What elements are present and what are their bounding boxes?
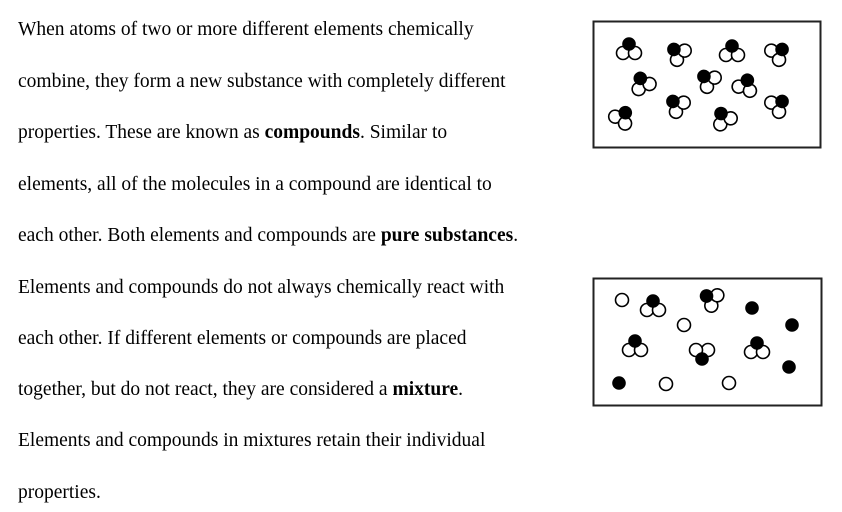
text-segment: . Similar to bbox=[359, 122, 448, 143]
element-atom-light bbox=[614, 292, 630, 308]
text-segment: each other. If different elements or com… bbox=[18, 328, 467, 349]
element-atom-light bbox=[676, 317, 692, 333]
paragraph-line: properties. These are known as compounds… bbox=[18, 121, 447, 145]
paragraph-line: together, but do not react, they are con… bbox=[18, 378, 463, 402]
text-segment: . bbox=[513, 225, 519, 246]
key-term: mixture bbox=[392, 379, 459, 400]
element-atom-dark bbox=[612, 376, 626, 390]
text-segment: When atoms of two or more different elem… bbox=[18, 19, 474, 40]
paragraph-line: combine, they form a new substance with … bbox=[18, 70, 506, 94]
paragraph-line: each other. Both elements and compounds … bbox=[18, 224, 518, 248]
text-segment: each other. Both elements and compounds … bbox=[18, 225, 381, 246]
element-atom-dark bbox=[782, 360, 796, 374]
text-segment: Elements and compounds in mixtures retai… bbox=[18, 430, 486, 451]
mixture-diagram bbox=[592, 277, 823, 407]
key-term: compounds bbox=[264, 122, 360, 143]
text-segment: combine, they form a new substance with … bbox=[18, 71, 506, 92]
text-segment: Elements and compounds do not always che… bbox=[18, 277, 505, 298]
text-segment: properties. bbox=[18, 482, 101, 503]
text-segment: . bbox=[458, 379, 464, 400]
text-segment: elements, all of the molecules in a comp… bbox=[18, 174, 492, 195]
compound-diagram bbox=[592, 20, 822, 149]
paragraph-line: properties. bbox=[18, 481, 101, 505]
text-segment: properties. These are known as bbox=[18, 122, 265, 143]
paragraph-line: When atoms of two or more different elem… bbox=[18, 18, 474, 42]
paragraph-line: each other. If different elements or com… bbox=[18, 327, 467, 351]
text-segment: together, but do not react, they are con… bbox=[18, 379, 393, 400]
paragraph-line: elements, all of the molecules in a comp… bbox=[18, 173, 492, 197]
element-atom-dark bbox=[745, 301, 759, 315]
paragraph-line: Elements and compounds do not always che… bbox=[18, 276, 504, 300]
element-atom-dark bbox=[785, 318, 799, 332]
element-atom-light bbox=[658, 376, 674, 392]
element-atom-light bbox=[721, 375, 737, 391]
key-term: pure substances bbox=[380, 225, 514, 246]
paragraph-line: Elements and compounds in mixtures retai… bbox=[18, 429, 485, 453]
